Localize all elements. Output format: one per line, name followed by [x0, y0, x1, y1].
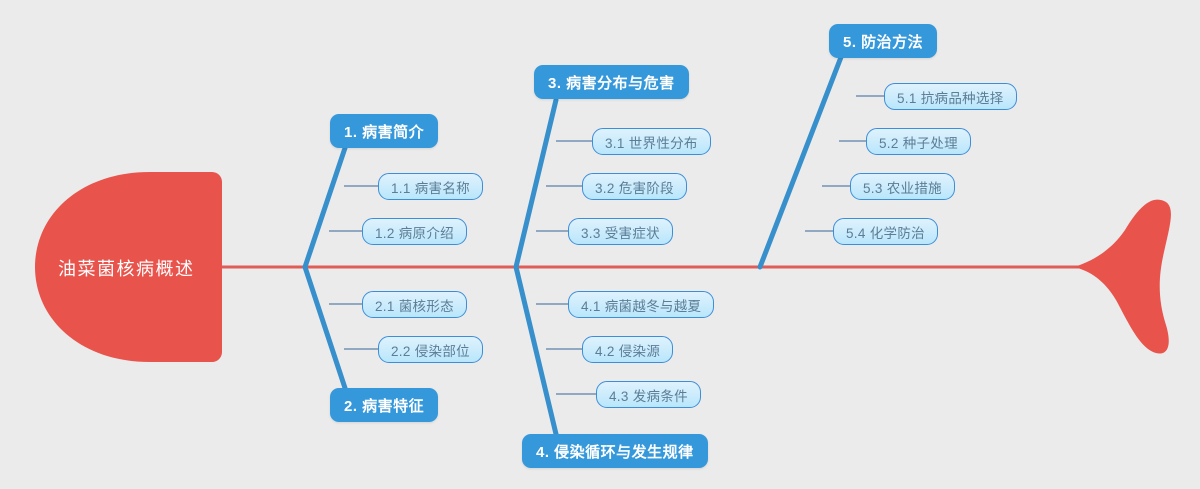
sub-node-branch-2-item-1[interactable]: 2.1 菌核形态	[362, 291, 467, 318]
rib-line-branch-1	[302, 145, 348, 270]
sub-node-branch-4-item-1[interactable]: 4.1 病菌越冬与越夏	[568, 291, 715, 318]
sub-node-branch-1-item-1[interactable]: 1.1 病害名称	[378, 173, 483, 200]
fish-head-shape	[35, 172, 222, 362]
main-node-branch-3[interactable]: 3. 病害分布与危害	[534, 65, 689, 99]
sub-node-branch-5-item-1[interactable]: 5.1 抗病品种选择	[884, 83, 1017, 110]
fish-head-label: 油菜菌核病概述	[58, 259, 195, 279]
rib-line-branch-5	[757, 49, 846, 270]
sub-node-branch-5-item-2[interactable]: 5.2 种子处理	[866, 128, 971, 155]
sub-node-branch-5-item-3[interactable]: 5.3 农业措施	[850, 173, 955, 200]
main-node-branch-4[interactable]: 4. 侵染循环与发生规律	[522, 434, 708, 468]
sub-node-branch-5-item-4[interactable]: 5.4 化学防治	[833, 218, 938, 245]
main-node-branch-5[interactable]: 5. 防治方法	[829, 24, 938, 58]
main-node-branch-2[interactable]: 2. 病害特征	[330, 388, 439, 422]
sub-node-branch-3-item-1[interactable]: 3.1 世界性分布	[592, 128, 711, 155]
rib-line-branch-4	[513, 264, 559, 437]
sub-node-branch-2-item-2[interactable]: 2.2 侵染部位	[378, 336, 483, 363]
rib-line-branch-2	[302, 264, 348, 391]
fish-tail-shape	[1074, 199, 1171, 354]
sub-node-branch-3-item-3[interactable]: 3.3 受害症状	[568, 218, 673, 245]
sub-node-branch-4-item-3[interactable]: 4.3 发病条件	[596, 381, 701, 408]
sub-node-branch-4-item-2[interactable]: 4.2 侵染源	[582, 336, 674, 363]
sub-node-branch-3-item-2[interactable]: 3.2 危害阶段	[582, 173, 687, 200]
sub-node-branch-1-item-2[interactable]: 1.2 病原介绍	[362, 218, 467, 245]
main-node-branch-1[interactable]: 1. 病害简介	[330, 114, 439, 148]
rib-line-branch-3	[513, 97, 559, 270]
